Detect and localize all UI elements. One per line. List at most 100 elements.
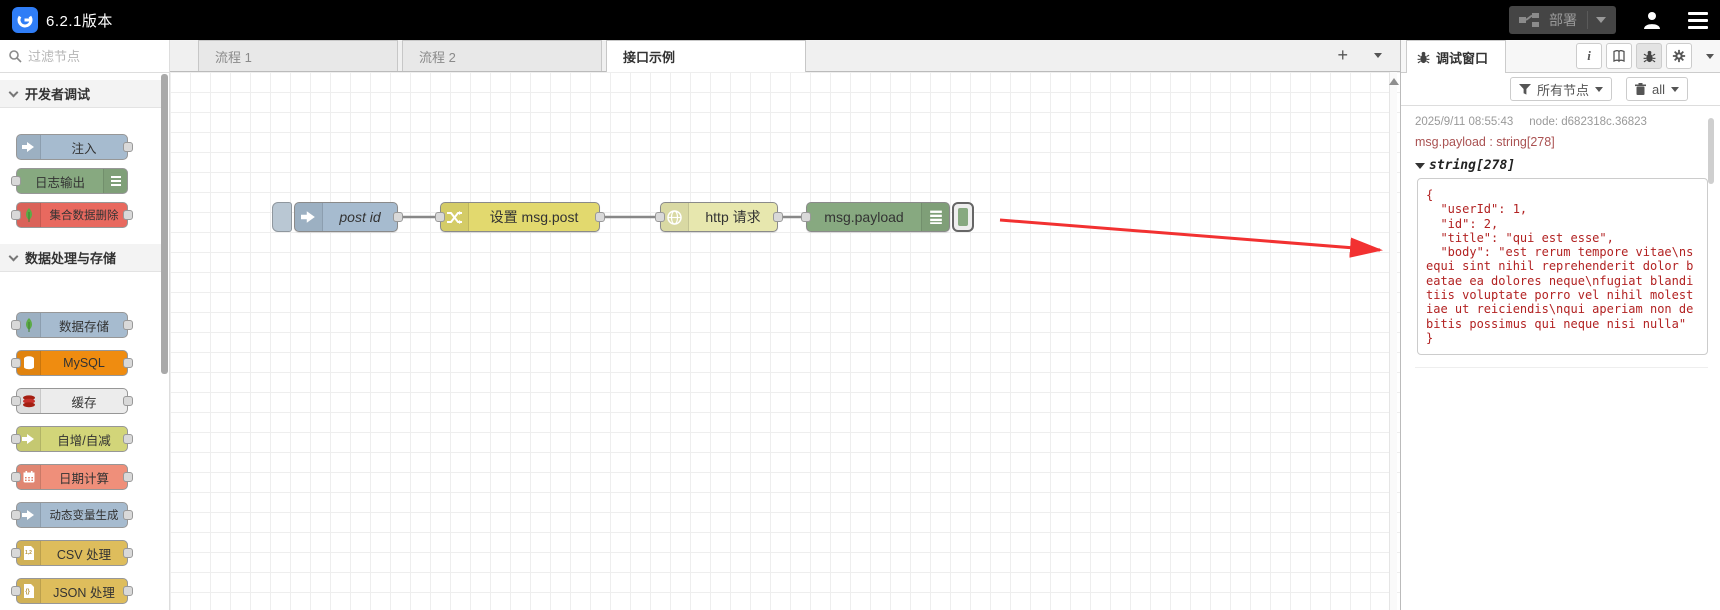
output-port — [123, 358, 133, 368]
input-port — [11, 358, 21, 368]
tab-api-example[interactable]: 接口示例 — [606, 40, 806, 72]
bug-icon[interactable] — [1636, 43, 1662, 69]
output-port — [123, 210, 133, 220]
palette-node-dynamic-var[interactable]: 动态变量生成 — [11, 502, 133, 528]
palette-category-data-storage[interactable]: 数据处理与存储 — [0, 244, 162, 272]
inject-button[interactable] — [272, 202, 292, 232]
filter-nodes-button[interactable]: 所有节点 — [1509, 77, 1612, 101]
palette-node-increment-decrement[interactable]: 自增/自减 — [11, 426, 133, 452]
input-port — [11, 472, 21, 482]
arrow-right-icon — [17, 427, 41, 451]
chevron-down-icon — [8, 87, 19, 97]
palette-node-inject[interactable]: 注入 — [16, 134, 133, 160]
output-port[interactable] — [393, 212, 403, 222]
output-port — [123, 396, 133, 406]
gear-icon[interactable] — [1666, 43, 1692, 69]
input-port — [11, 586, 21, 596]
debug-list-icon — [103, 169, 127, 193]
palette-node-data-store[interactable]: 数据存储 — [11, 312, 133, 338]
info-icon[interactable]: i — [1576, 43, 1602, 69]
flow-node-msg-payload[interactable]: msg.payload — [801, 202, 950, 232]
app-logo-icon — [12, 7, 38, 33]
palette-node-csv[interactable]: 1,2 CSV 处理 — [11, 540, 133, 566]
palette-category-dev-debug[interactable]: 开发者调试 — [0, 80, 162, 108]
palette-node-collection-delete[interactable]: 集合数据删除 — [11, 202, 133, 228]
inject-arrow-icon — [17, 135, 41, 159]
calendar-icon — [17, 465, 41, 489]
palette-category-label: 开发者调试 — [25, 87, 91, 102]
collapse-triangle-icon[interactable] — [1415, 162, 1425, 169]
user-icon[interactable] — [1642, 10, 1662, 30]
output-port — [123, 434, 133, 444]
palette-node-label: 注入 — [71, 141, 97, 156]
debug-type-label: string[278] — [1429, 158, 1516, 173]
add-tab-button[interactable]: + — [1337, 45, 1348, 65]
debug-type-row[interactable]: string[278] — [1415, 158, 1708, 173]
json-file-icon: {} — [17, 579, 41, 603]
sidebar-menu-caret-icon[interactable] — [1706, 54, 1714, 59]
redis-icon — [17, 389, 41, 413]
output-port[interactable] — [595, 212, 605, 222]
debug-toggle-button[interactable] — [952, 202, 974, 232]
palette-node-label: 日期计算 — [58, 471, 109, 486]
output-port — [123, 142, 133, 152]
output-port — [123, 510, 133, 520]
palette-node-mysql[interactable]: MySQL — [11, 350, 133, 376]
canvas-vertical-scrollbar[interactable] — [1389, 72, 1399, 610]
funnel-icon — [1518, 83, 1531, 95]
inject-arrow-icon — [295, 203, 323, 231]
tab-label: 流程 1 — [215, 49, 252, 65]
input-port — [11, 434, 21, 444]
input-port — [11, 548, 21, 558]
flow-node-label: post id — [339, 209, 381, 225]
palette-node-log-output[interactable]: 日志输出 — [11, 168, 128, 194]
input-port[interactable] — [801, 212, 811, 222]
trash-icon — [1634, 83, 1646, 95]
palette-node-date-calc[interactable]: 日期计算 — [11, 464, 133, 490]
input-port — [11, 210, 21, 220]
tab-list-caret-icon[interactable] — [1374, 53, 1382, 58]
tab-flow-1[interactable]: 流程 1 — [198, 40, 398, 71]
svg-text:1,2: 1,2 — [25, 550, 32, 556]
palette-search[interactable] — [0, 40, 169, 73]
wires-layer — [397, 215, 1383, 258]
flow-canvas[interactable]: post id 设置 msg.post — [170, 72, 1400, 610]
output-port — [123, 472, 133, 482]
hamburger-menu-icon[interactable] — [1688, 11, 1708, 29]
tab-debug-window[interactable]: 调试窗口 — [1406, 40, 1506, 73]
book-icon[interactable] — [1606, 43, 1632, 69]
input-port[interactable] — [435, 212, 445, 222]
flow-node-set-msg-post[interactable]: 设置 msg.post — [435, 202, 605, 232]
palette-category-label: 数据处理与存储 — [25, 251, 117, 266]
palette-node-label: 数据存储 — [58, 319, 109, 334]
debug-list-icon — [921, 203, 949, 231]
palette-node-label: 缓存 — [71, 395, 97, 410]
palette-node-cache[interactable]: 缓存 — [11, 388, 133, 414]
flow-node-label: 设置 msg.post — [489, 209, 579, 225]
search-input[interactable] — [28, 48, 148, 64]
deploy-caret-icon[interactable] — [1596, 17, 1606, 23]
app-version-title: 6.2.1版本 — [46, 12, 113, 30]
annotation-arrow — [999, 218, 1383, 258]
debug-tab-label: 调试窗口 — [1436, 50, 1489, 66]
palette-node-label: 动态变量生成 — [49, 510, 119, 522]
palette-node-label: MySQL — [63, 356, 105, 370]
debug-sidebar: 调试窗口 i — [1400, 40, 1720, 610]
tab-flow-2[interactable]: 流程 2 — [402, 40, 602, 71]
scroll-up-icon[interactable] — [1389, 78, 1399, 85]
palette-node-json[interactable]: {} JSON 处理 — [11, 578, 133, 604]
chevron-down-icon — [8, 251, 19, 261]
debug-node-id: node: d682318c.36823 — [1529, 116, 1647, 128]
svg-text:{}: {} — [25, 589, 30, 595]
output-port[interactable] — [773, 212, 783, 222]
flow-node-http-request[interactable]: http 请求 — [655, 202, 783, 232]
debug-message[interactable]: 2025/9/11 08:55:43 node: d682318c.36823 … — [1415, 116, 1708, 369]
input-port[interactable] — [655, 212, 665, 222]
palette-scrollbar[interactable] — [161, 74, 168, 374]
clear-messages-button[interactable]: all — [1625, 77, 1688, 101]
flow-node-post-id[interactable]: post id — [294, 202, 403, 232]
deploy-button[interactable]: 部署 — [1509, 6, 1616, 34]
tab-label: 流程 2 — [419, 49, 456, 65]
debug-panel-scrollbar[interactable] — [1708, 118, 1714, 184]
